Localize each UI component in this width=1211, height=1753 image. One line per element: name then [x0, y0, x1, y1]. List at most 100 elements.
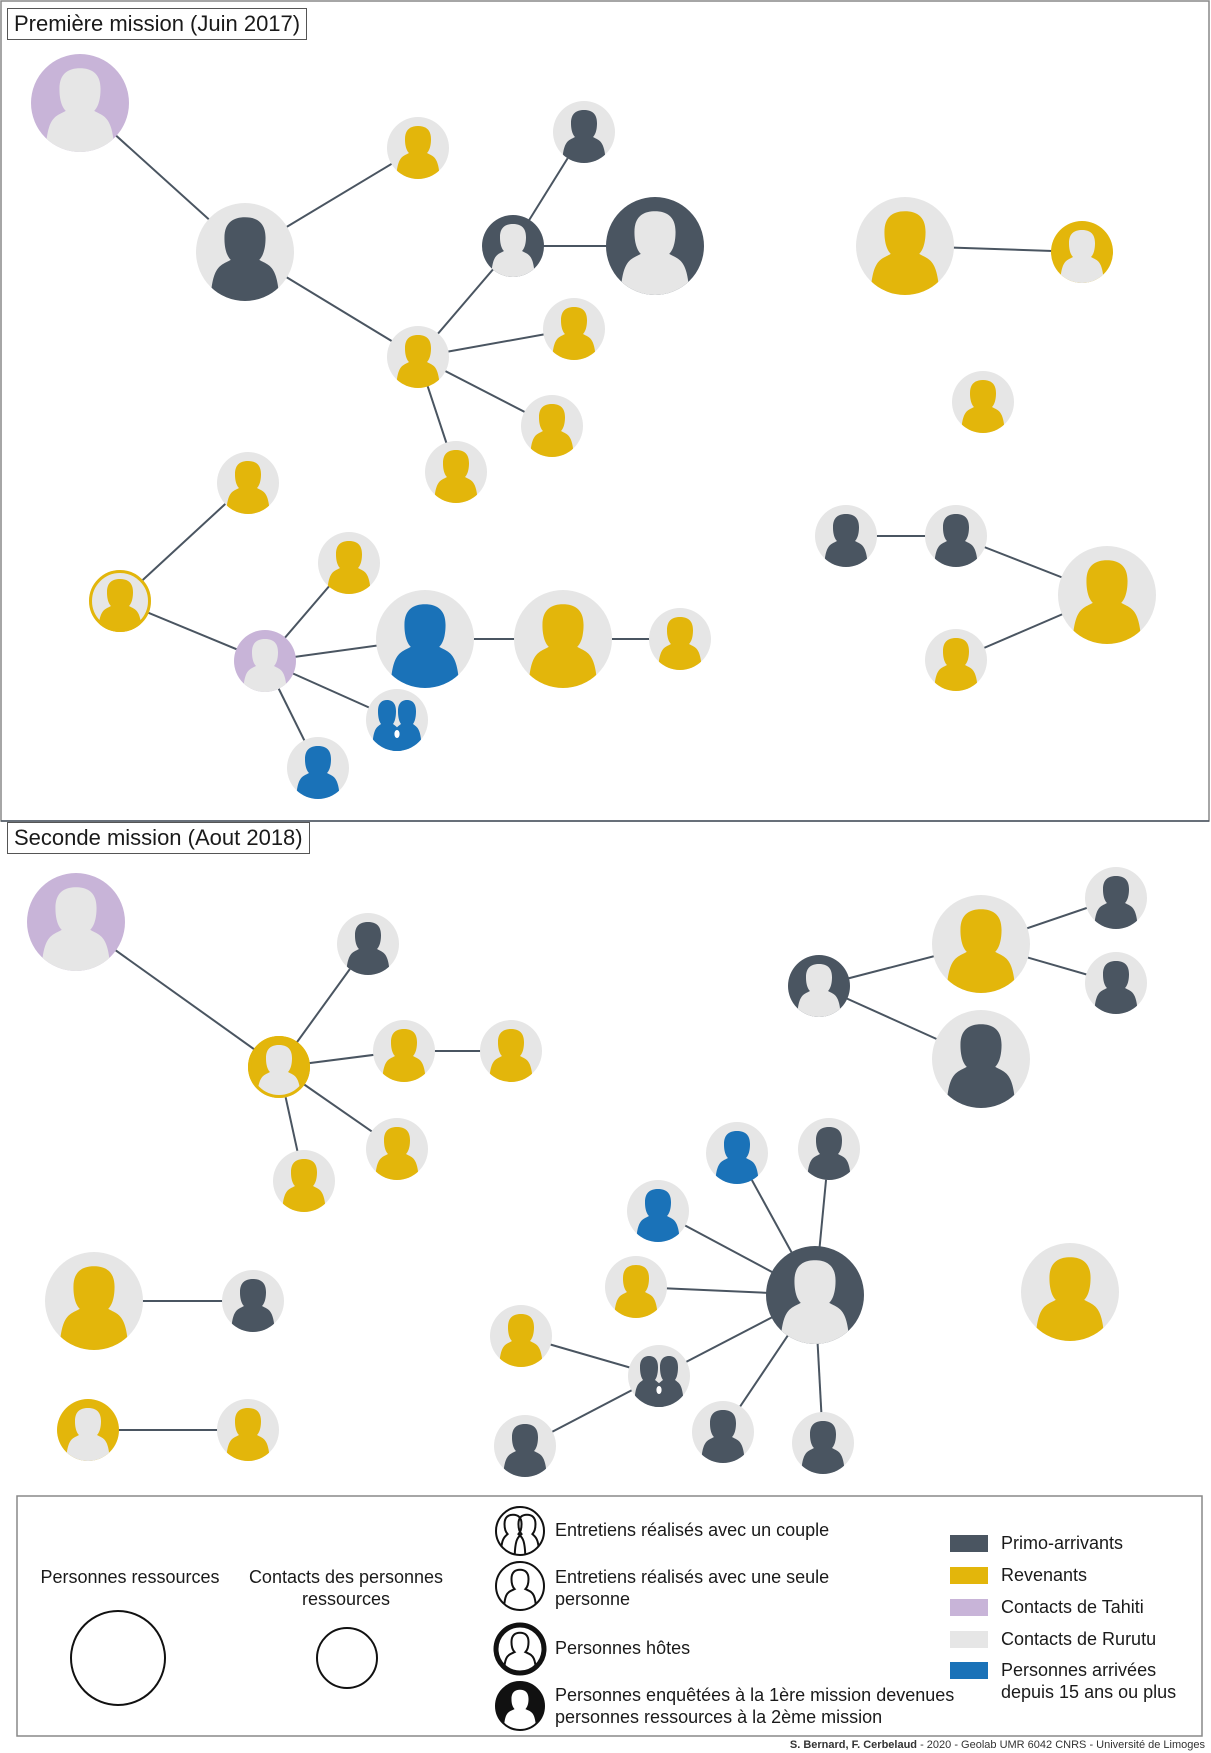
person-icon — [701, 1410, 745, 1463]
person-icon — [654, 1356, 684, 1407]
person-icon — [375, 1127, 419, 1180]
person-icon — [658, 617, 702, 670]
person-icon — [434, 450, 478, 503]
person-node — [952, 371, 1014, 433]
person-icon — [45, 68, 115, 152]
person-node — [628, 1345, 690, 1407]
legend-enquetees-label: Personnes enquêtées à la 1ère mission de… — [555, 1685, 955, 1727]
person-node — [480, 1020, 542, 1082]
person-node — [856, 197, 954, 295]
person-node — [234, 630, 296, 692]
legend-swatch-primo — [950, 1535, 988, 1552]
legend-category-revenant: Revenants — [1001, 1565, 1088, 1585]
legend-ressources-label: Personnes ressources — [40, 1567, 220, 1587]
person-icon — [801, 1421, 845, 1474]
person-node — [1051, 221, 1113, 283]
credit-authors: S. Bernard, F. Cerbelaud — [789, 1739, 918, 1751]
person-icon — [296, 746, 340, 799]
person-icon — [946, 909, 1016, 993]
person-icon — [210, 217, 280, 301]
person-node — [815, 505, 877, 567]
person-node — [514, 590, 612, 688]
legend-contacts-label: Contacts des personnes ressources — [248, 1567, 444, 1609]
legend-swatch-arrivee — [950, 1662, 988, 1679]
person-icon — [396, 335, 440, 388]
person-node — [387, 117, 449, 179]
legend-single-label: Entretiens réalisés avec une seule perso… — [555, 1567, 830, 1609]
person-node — [273, 1150, 335, 1212]
person-node — [605, 1256, 667, 1318]
person-node — [31, 54, 129, 152]
person-icon — [946, 1024, 1016, 1108]
legend-symbol-contacts — [316, 1627, 378, 1689]
person-node — [788, 955, 850, 1017]
legend-icon-host — [493, 1622, 547, 1676]
person-node — [932, 895, 1030, 993]
person-node — [932, 1010, 1030, 1108]
legend-category-tahiti: Contacts de Tahiti — [1001, 1597, 1144, 1617]
person-icon — [243, 639, 287, 692]
legend-category-arrivee: Personnes arrivées depuis 15 ans ou plus — [1001, 1660, 1177, 1702]
legend-couple-label: Entretiens réalisés avec un couple — [555, 1520, 830, 1540]
legend-category-rurutu: Contacts de Rurutu — [1001, 1629, 1157, 1649]
person-icon — [226, 461, 270, 514]
credit-line: S. Bernard, F. Cerbelaud - 2020 - Geolab… — [790, 1739, 1205, 1751]
person-node — [925, 505, 987, 567]
person-icon — [614, 1265, 658, 1318]
legend-hote-label: Personnes hôtes — [555, 1638, 691, 1658]
person-node — [553, 101, 615, 163]
person-node — [798, 1118, 860, 1180]
person-node — [1085, 867, 1147, 929]
person-icon — [797, 964, 841, 1017]
person-node — [57, 1399, 119, 1461]
person-node — [521, 395, 583, 457]
person-icon — [231, 1279, 275, 1332]
person-node — [692, 1401, 754, 1463]
person-node — [627, 1180, 689, 1242]
person-icon — [1060, 230, 1104, 283]
legend-swatch-tahiti — [950, 1599, 988, 1616]
person-icon — [715, 1131, 759, 1184]
person-node — [89, 570, 151, 632]
person-icon — [257, 1045, 301, 1098]
person-icon — [1094, 876, 1138, 929]
person-node — [196, 203, 294, 301]
person-node — [376, 590, 474, 688]
legend-swatch-revenant — [950, 1567, 988, 1584]
person-icon — [282, 1159, 326, 1212]
couple-gap — [656, 1386, 662, 1394]
legend-icon-filled — [495, 1681, 545, 1731]
person-icon — [870, 211, 940, 295]
person-icon — [346, 922, 390, 975]
person-icon — [961, 380, 1005, 433]
person-node — [45, 1252, 143, 1350]
person-node — [606, 197, 704, 295]
person-node — [387, 326, 449, 388]
person-node — [373, 1020, 435, 1082]
person-icon — [491, 224, 535, 277]
network-edges — [75, 102, 1117, 1447]
person-icon — [499, 1314, 543, 1367]
person-node — [337, 913, 399, 975]
person-icon — [552, 307, 596, 360]
person-node — [490, 1305, 552, 1367]
person-icon — [562, 110, 606, 163]
legend-frame — [16, 1495, 1203, 1737]
person-icon — [1072, 560, 1142, 644]
person-node — [425, 441, 487, 503]
person-icon — [528, 604, 598, 688]
person-node — [217, 452, 279, 514]
host-ring — [248, 1036, 310, 1098]
network-nodes — [27, 54, 1156, 1477]
person-icon — [824, 514, 868, 567]
person-node — [318, 532, 380, 594]
legend-category-primo: Primo-arrivants — [1001, 1533, 1124, 1553]
person-node — [366, 689, 428, 751]
person-node — [1085, 952, 1147, 1014]
person-icon — [503, 1424, 547, 1477]
person-node — [649, 608, 711, 670]
person-node — [543, 298, 605, 360]
person-node — [287, 737, 349, 799]
host-ring — [89, 570, 151, 632]
